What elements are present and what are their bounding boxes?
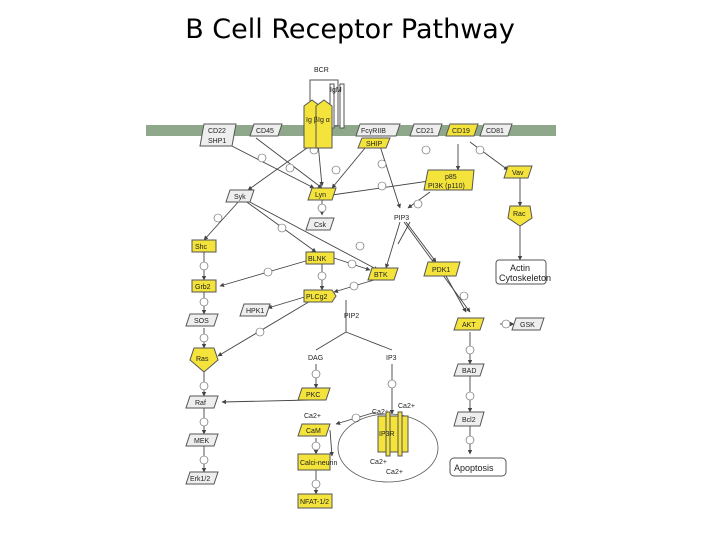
blnk-label: BLNK [308, 256, 327, 263]
pi3k-node [423, 169, 475, 191]
cell-membrane [146, 125, 556, 136]
actin-label: Actin [510, 263, 530, 273]
ras-node [189, 347, 219, 373]
hpk1-node [239, 303, 271, 317]
grb2-label: Grb2 [195, 284, 211, 291]
blnk-node [305, 251, 335, 265]
shc-label: Shc [195, 244, 208, 251]
bcr-receptor: BCR IgM Ig β Ig α [303, 67, 345, 149]
cd22-label: CD22 [208, 128, 226, 135]
sos-node [185, 313, 219, 327]
fcgriib-node [355, 123, 401, 137]
cam-label: CaM [306, 428, 321, 435]
nfat-node [297, 493, 333, 509]
mek-node [185, 433, 219, 447]
ca-label-5: Ca2+ [386, 469, 403, 476]
p85-label: p85 [445, 174, 457, 181]
ca-label-3: Ca2+ [398, 403, 415, 410]
bcl2-node [453, 411, 485, 427]
gsk-label: GSK [520, 322, 535, 329]
ip3r-node [377, 411, 409, 457]
bad-label: BAD [462, 368, 476, 375]
pdk1-node [423, 261, 461, 277]
erk-label: Erk1/2 [190, 476, 210, 483]
lyn-node [307, 187, 337, 201]
btk-label: BTK [374, 272, 388, 279]
nfat-label: NFAT-1/2 [300, 499, 329, 506]
slide-title: B Cell Receptor Pathway [185, 14, 515, 45]
cd21-label: CD21 [416, 128, 434, 135]
bad-node [453, 363, 485, 377]
csk-label: Csk [314, 222, 327, 229]
grb2-node [191, 279, 217, 293]
ras-label: Ras [196, 356, 209, 363]
bcl2-label: Bcl2 [462, 417, 476, 424]
ip3-label: IP3 [386, 355, 397, 362]
syk-node [225, 189, 255, 203]
cd45-label: CD45 [256, 128, 274, 135]
syk-label: Syk [234, 194, 246, 201]
cd81-label: CD81 [486, 128, 504, 135]
pdk1-label: PDK1 [432, 267, 450, 274]
shc-node [191, 239, 217, 253]
plcg2-label: PLCg2 [306, 294, 328, 301]
pathway-lines [315, 221, 411, 351]
raf-label: Raf [195, 400, 206, 407]
dag-label: DAG [308, 355, 323, 362]
ship-node [357, 137, 391, 149]
hpk1-label: HPK1 [246, 308, 264, 315]
cam-node [297, 423, 331, 437]
vav-node [503, 165, 533, 179]
cytoskeleton-label: Cytoskeleton [499, 273, 551, 283]
pip3-label: PIP3 [394, 215, 409, 222]
ca-label-2: Ca2+ [372, 409, 389, 416]
apoptosis-node [449, 457, 507, 477]
interaction-signs [199, 145, 511, 489]
cd45-node [249, 123, 283, 137]
pkc-label: PKC [306, 392, 320, 399]
calcineurin-label: Calci-neurin [300, 460, 337, 467]
ship-label: SHIP [366, 141, 383, 148]
ca-label-4: Ca2+ [370, 459, 387, 466]
igm-label: IgM [330, 87, 342, 94]
akt-node [453, 317, 485, 331]
raf-node [185, 395, 219, 409]
bcr-label: BCR [314, 67, 329, 74]
csk-node [305, 217, 335, 231]
rac-label: Rac [513, 211, 526, 218]
cd19-label: CD19 [452, 128, 470, 135]
ip3r-label: IP3R [379, 431, 395, 438]
pip2-label: PIP2 [344, 313, 359, 320]
calcineurin-node [297, 453, 331, 471]
actin-cytoskeleton-node [495, 259, 547, 285]
ig-a-label: Ig α [318, 117, 330, 124]
erk-node [185, 471, 219, 485]
btk-node [367, 267, 399, 281]
cd81-node [479, 123, 513, 137]
ca-label-1: Ca2+ [304, 413, 321, 420]
mek-label: MEK [194, 438, 210, 445]
plcg2-node [303, 289, 337, 303]
apoptosis-label: Apoptosis [454, 463, 494, 473]
pi3k-label: PI3K (p110) [428, 183, 465, 190]
cd22-node [199, 123, 237, 147]
ig-b-label: Ig β [306, 117, 318, 124]
vav-label: Vav [512, 170, 524, 177]
cd19-node [445, 123, 479, 137]
lyn-label: Lyn [315, 192, 326, 199]
shp1-label: SHP1 [208, 138, 226, 145]
pkc-node [297, 387, 331, 401]
fcgriib-label: FcγRIIB [361, 128, 386, 135]
rac-node [507, 205, 533, 227]
gsk-node [511, 317, 545, 331]
akt-label: AKT [462, 322, 476, 329]
sos-label: SOS [194, 318, 209, 325]
cd21-node [409, 123, 443, 137]
